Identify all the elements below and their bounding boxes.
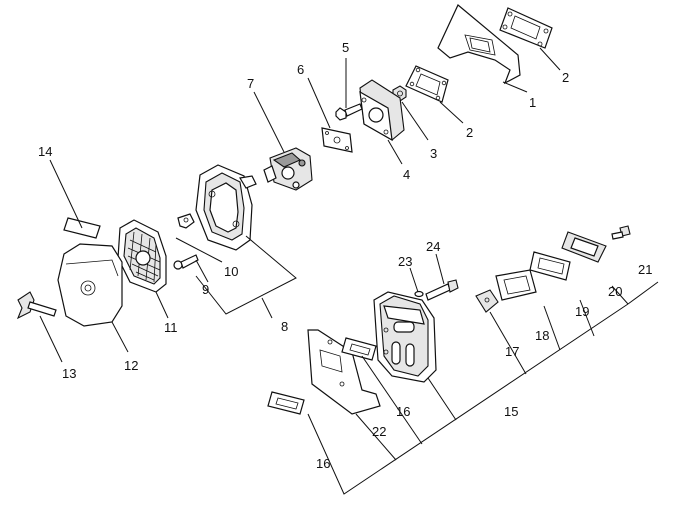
- part-13-wing-bolt: [16, 291, 57, 320]
- callout-7: 7: [247, 76, 254, 91]
- callout-18: 18: [535, 328, 549, 343]
- callout-19: 19: [575, 304, 589, 319]
- callout-labels: 1 2 2 3 4 5 6 7 8 9 10 11 12 13 14 15 16…: [38, 40, 652, 471]
- callout-16-upper: 16: [396, 404, 410, 419]
- callout-9: 9: [202, 282, 209, 297]
- part-10-bracket: [177, 213, 195, 229]
- part-22-muffler-shield: [307, 329, 381, 415]
- part-23-washer: [414, 290, 424, 298]
- part-6-gasket: [321, 127, 353, 153]
- part-21-bolt: [611, 225, 631, 240]
- callout-24: 24: [426, 239, 440, 254]
- callout-20: 20: [608, 284, 622, 299]
- leader-lines: [39, 47, 659, 495]
- callout-6: 6: [297, 62, 304, 77]
- part-20-gasket: [561, 231, 607, 263]
- part-16-gasket-lower: [267, 391, 305, 415]
- callout-11: 11: [164, 320, 178, 335]
- callout-1: 1: [529, 95, 536, 110]
- part-2-gasket-lower: [405, 65, 449, 103]
- part-15-muffler: [373, 291, 437, 383]
- callout-2-lower: 2: [466, 125, 473, 140]
- part-19-plate: [529, 251, 571, 281]
- part-18-gasket: [495, 269, 537, 301]
- callout-21: 21: [638, 262, 652, 277]
- part-5-bolt: [335, 103, 363, 121]
- callout-4: 4: [403, 167, 410, 182]
- callout-14: 14: [38, 144, 52, 159]
- callout-22: 22: [372, 424, 386, 439]
- callout-15: 15: [504, 404, 518, 419]
- part-17-cap: [475, 289, 499, 313]
- callout-13: 13: [62, 366, 76, 381]
- callout-5: 5: [342, 40, 349, 55]
- part-2-gasket-upper: [499, 7, 553, 49]
- callout-16-lower: 16: [316, 456, 330, 471]
- callout-10: 10: [224, 264, 238, 279]
- callout-8: 8: [281, 319, 288, 334]
- part-1-heat-shield: [437, 4, 521, 85]
- callout-3: 3: [430, 146, 437, 161]
- part-7-carburetor: [263, 147, 313, 191]
- part-12-cover: [57, 243, 123, 327]
- callout-17: 17: [505, 344, 519, 359]
- part-16-gasket-upper: [341, 337, 377, 361]
- callout-2-upper: 2: [562, 70, 569, 85]
- part-4-insulator: [359, 79, 405, 142]
- part-24-bolt: [425, 279, 459, 301]
- callout-12: 12: [124, 358, 138, 373]
- part-9-screw: [173, 254, 199, 270]
- part-8-air-cleaner-base: [195, 164, 257, 251]
- part-11-filter: [117, 219, 167, 293]
- callout-23: 23: [398, 254, 412, 269]
